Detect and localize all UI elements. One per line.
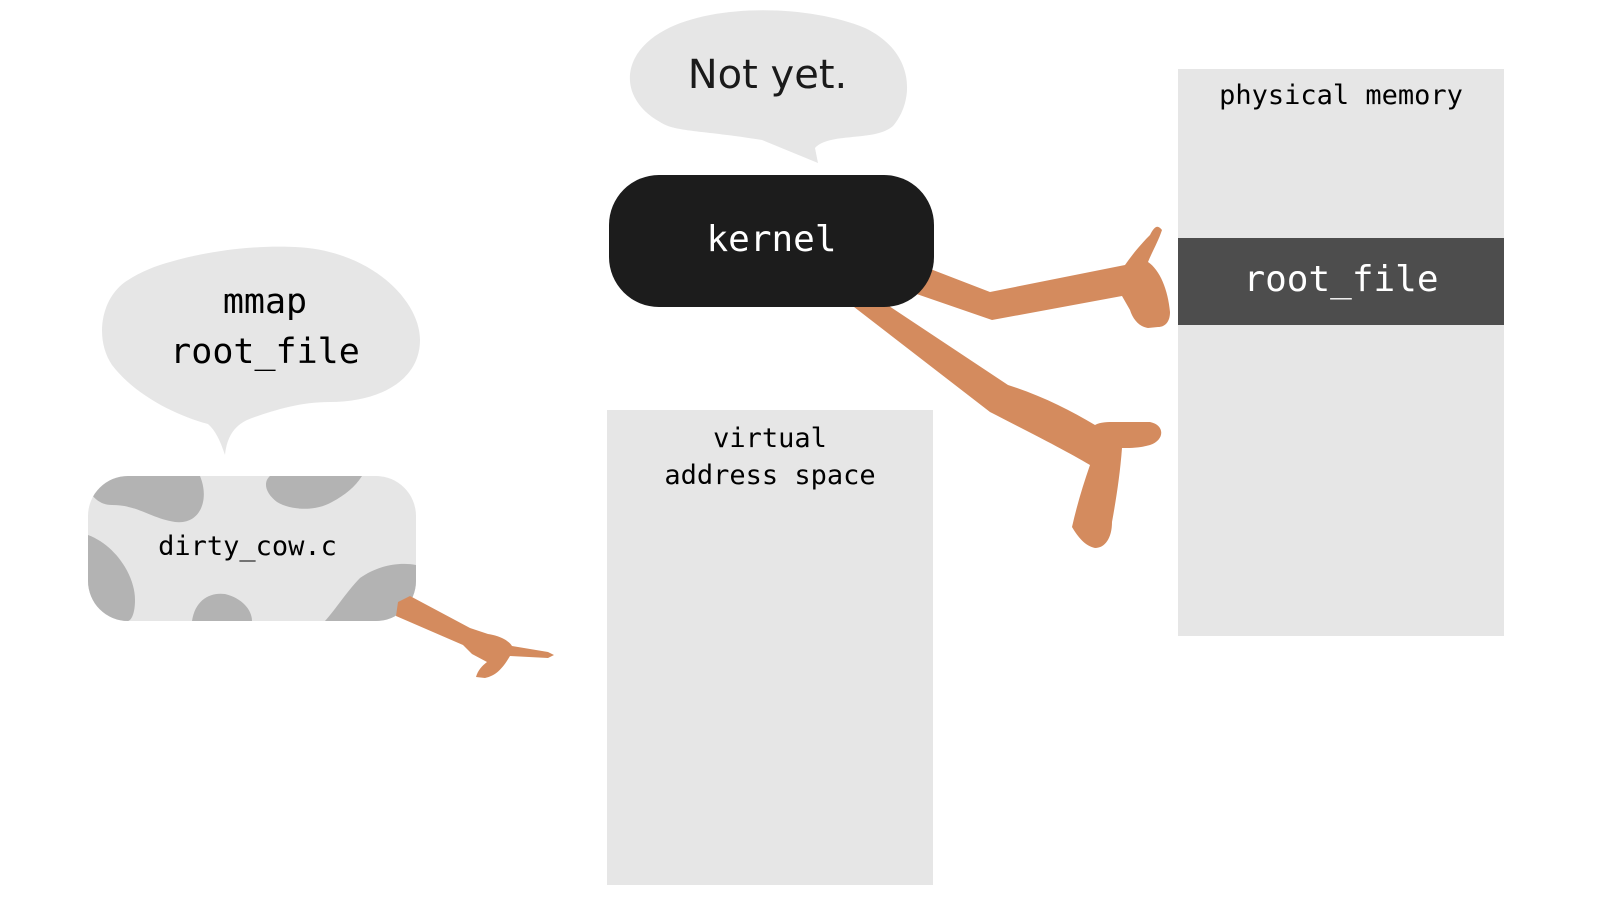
process-arm [396, 596, 554, 678]
kernel-arm-lower [845, 300, 1162, 548]
cow-spot [88, 476, 204, 523]
process-speech-bubble [102, 246, 420, 455]
cow-spot [192, 593, 252, 621]
physical-memory-panel [1178, 69, 1504, 636]
virtual-address-space-panel [607, 410, 933, 885]
kernel-speech-bubble [629, 10, 908, 163]
root-file-memory-block [1178, 238, 1504, 325]
cow-spot [265, 476, 362, 509]
kernel-label: kernel [706, 219, 837, 260]
cow-spot [88, 535, 135, 621]
cow-spot [325, 563, 416, 621]
process-speech-line1: mmap [222, 282, 308, 322]
process-label: dirty_cow.c [158, 531, 337, 562]
kernel-arm-upper [905, 226, 1170, 328]
virtual-memory-label-line1: virtual [713, 423, 827, 454]
virtual-memory-label-line2: address space [664, 460, 876, 491]
process-speech-line2: root_file [170, 332, 360, 372]
kernel-speech-text: Not yet. [687, 52, 848, 98]
physical-memory-label: physical memory [1219, 80, 1463, 111]
root-file-memory-label: root_file [1243, 259, 1439, 300]
kernel-box [609, 175, 934, 307]
